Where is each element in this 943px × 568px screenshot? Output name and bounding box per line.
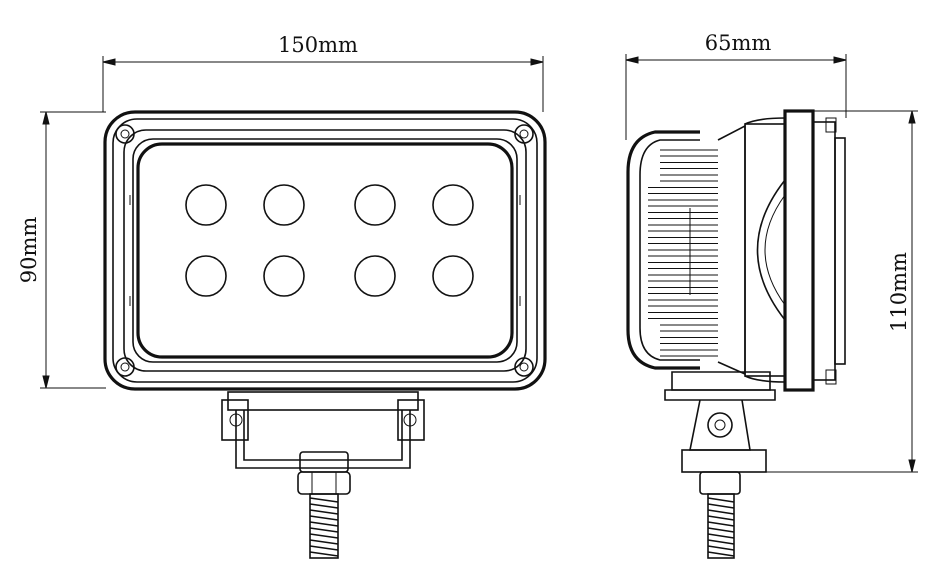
side-mount (664, 371, 776, 559)
front-view: 150mm 90mm (17, 33, 547, 559)
dimension-label-side-height: 110mm (887, 252, 911, 332)
dimension-label-width: 150mm (278, 33, 358, 57)
dimension-label-depth: 65mm (705, 31, 772, 55)
front-bezel (783, 109, 815, 392)
lens-outline (136, 142, 514, 359)
dimension-front-height: 90mm (17, 111, 106, 389)
led-6 (263, 255, 305, 297)
led-1 (185, 184, 227, 226)
rear-body (626, 130, 700, 370)
led-2 (263, 184, 305, 226)
heat-sink-fins (648, 149, 718, 357)
corner-screws (115, 124, 534, 377)
led-array (185, 184, 474, 297)
led-7 (354, 255, 396, 297)
dimension-side-depth: 65mm (625, 31, 847, 140)
side-view: 65mm 110mm (625, 31, 918, 559)
dimension-label-height: 90mm (17, 217, 41, 284)
led-3 (354, 184, 396, 226)
mounting-bracket (221, 391, 425, 559)
dimension-front-width: 150mm (102, 33, 544, 112)
led-5 (185, 255, 227, 297)
led-4 (432, 184, 474, 226)
led-8 (432, 255, 474, 297)
dimension-side-height: 110mm (765, 110, 918, 473)
housing-outline (103, 110, 547, 391)
